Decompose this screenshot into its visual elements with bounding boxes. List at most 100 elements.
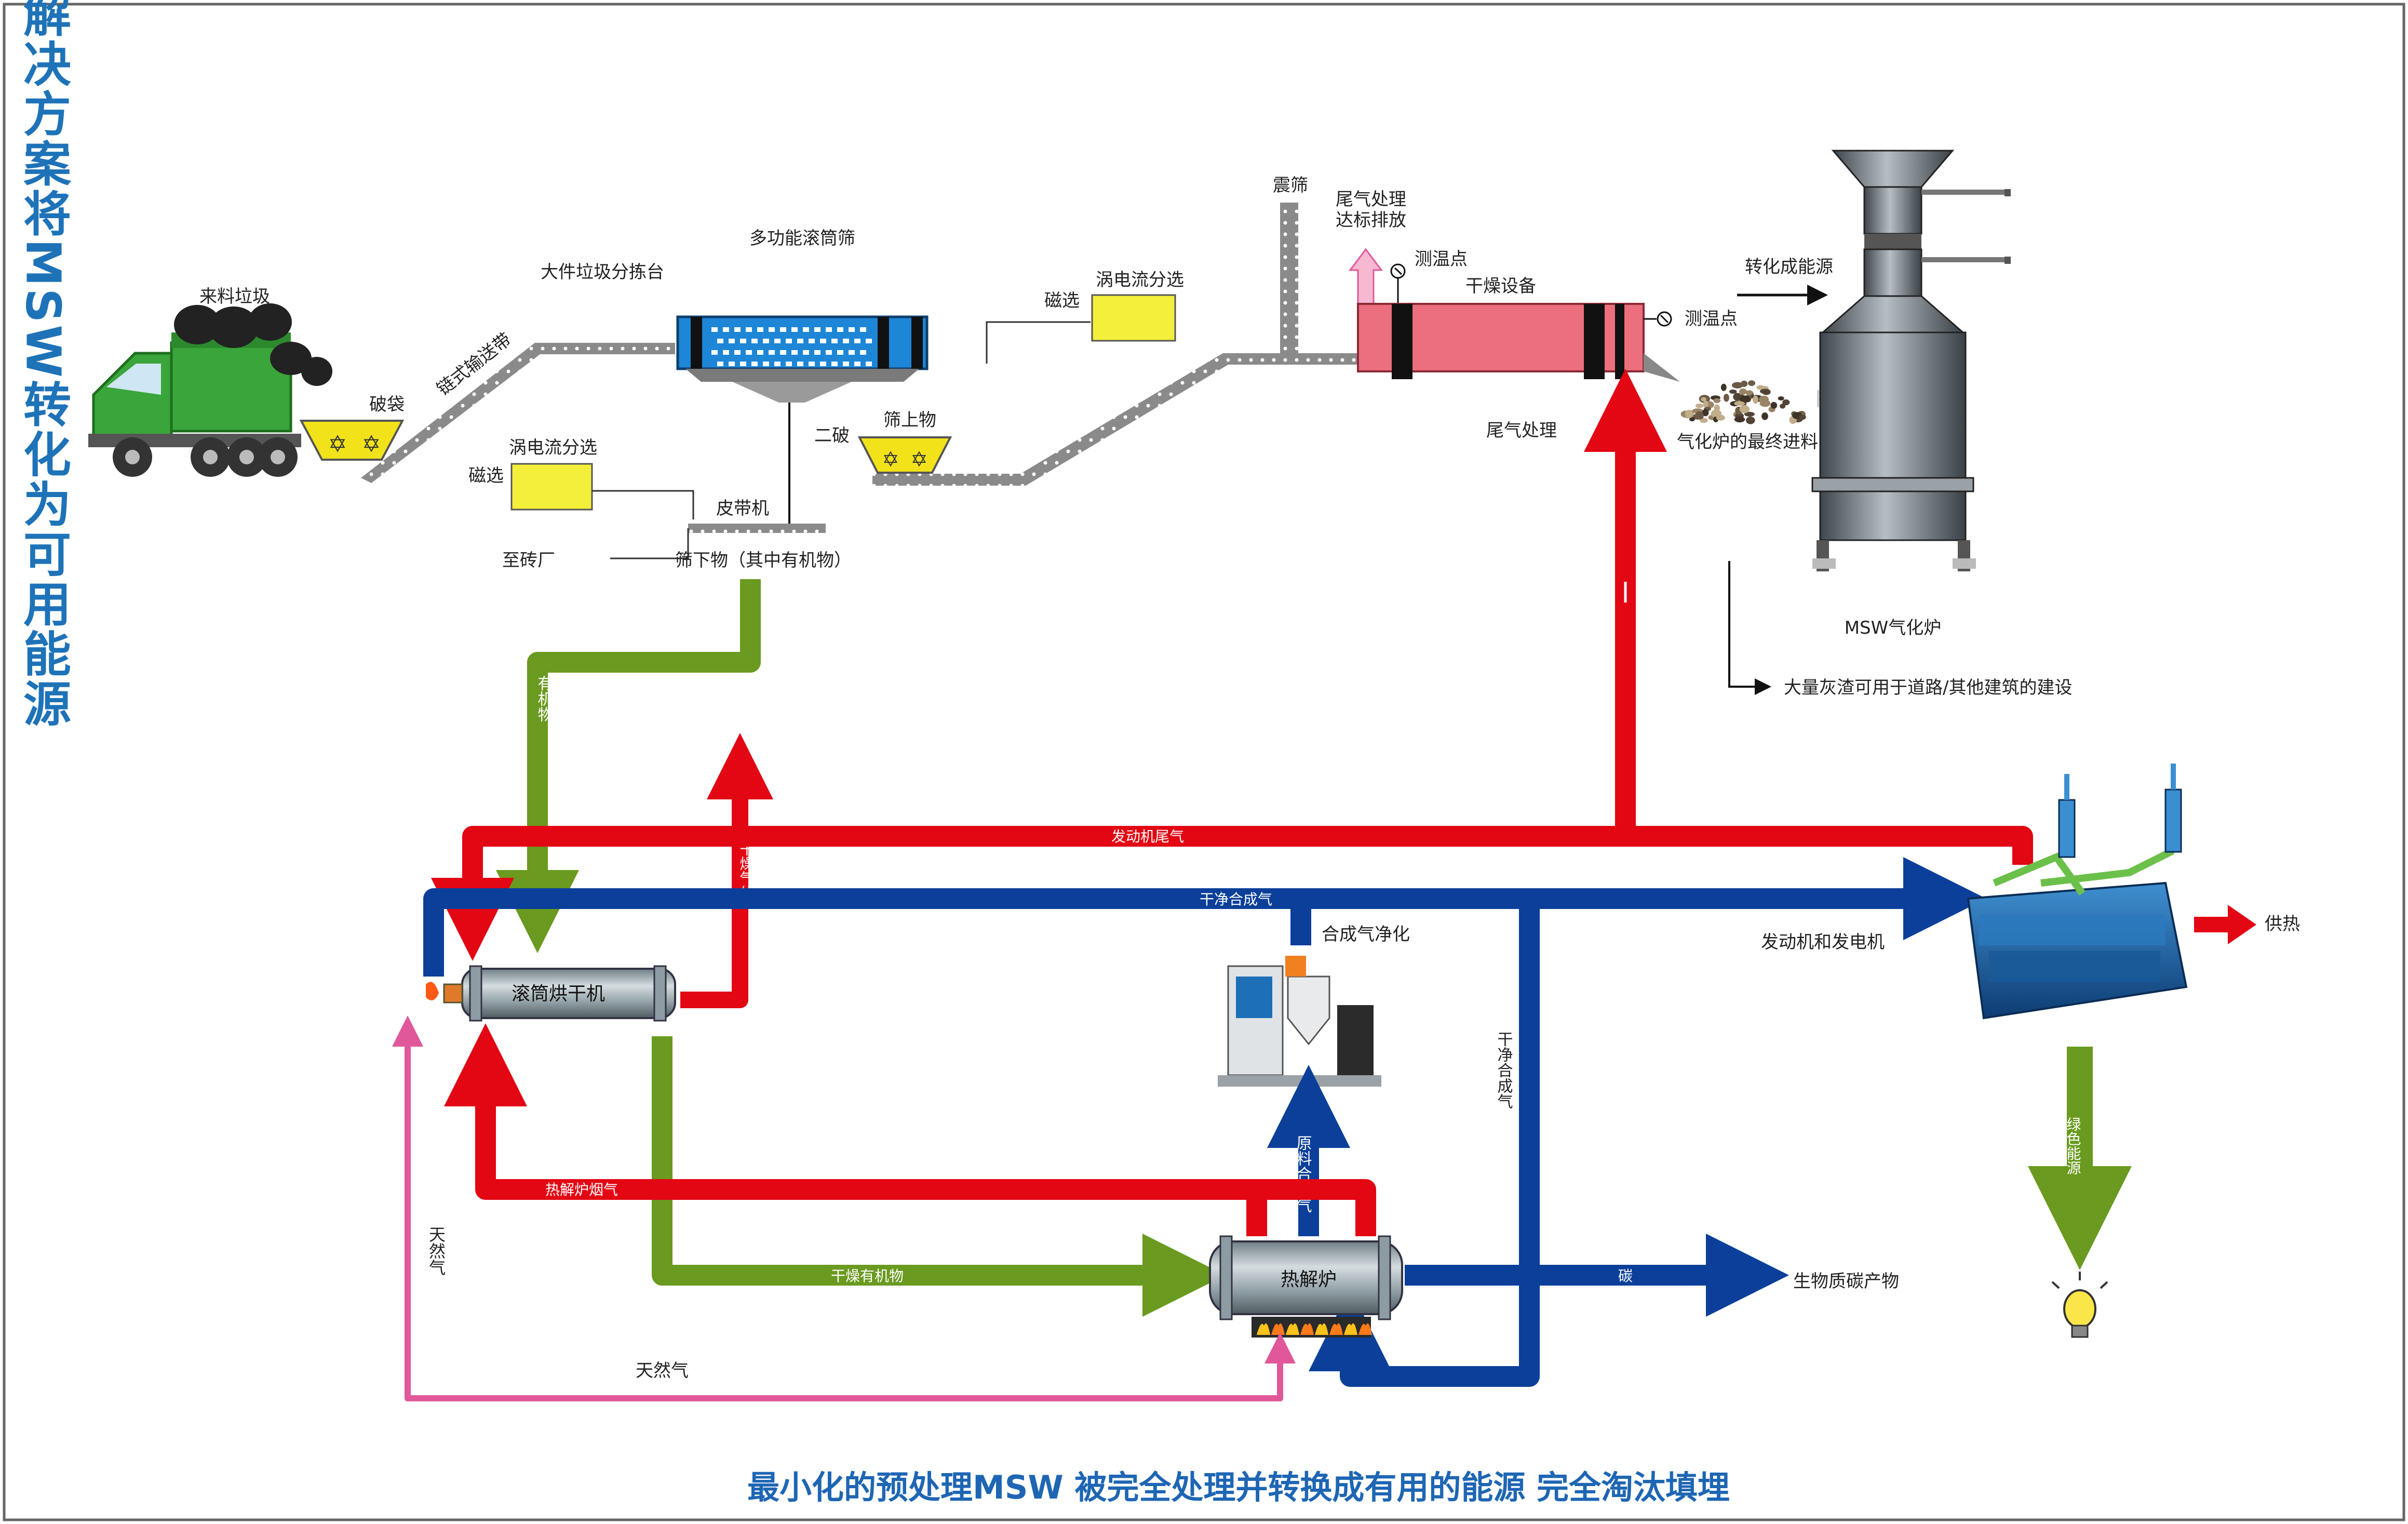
feed-pellet — [1761, 412, 1768, 420]
screen-hole — [786, 339, 792, 343]
screen-hole — [849, 327, 855, 332]
screen-hole — [866, 339, 872, 343]
screen-hole — [831, 339, 838, 343]
label-eddy-2: 涡电流分选 — [1096, 270, 1184, 290]
feed-pellet — [1695, 403, 1704, 408]
label-dryer: 干燥设备 — [1465, 276, 1536, 297]
label-biochar: 生物质碳产物 — [1793, 1271, 1899, 1292]
dry-gas-flow — [680, 733, 773, 1008]
screen-hole — [734, 327, 741, 332]
flame-icon-dryer — [426, 982, 439, 1000]
gasifier-icon — [1811, 150, 2011, 571]
label-to-brick: 至砖厂 — [502, 550, 555, 571]
label-oversize: 筛上物 — [883, 410, 936, 431]
feed-pellet — [1748, 380, 1756, 386]
screen-hole — [757, 327, 763, 332]
label-second-crush: 二破 — [814, 425, 850, 446]
screen-hole — [746, 327, 752, 332]
screen-hole — [717, 339, 723, 343]
vertical-title-text: POWERMAX的解决方案将MSW转化为可用能源 — [16, 0, 71, 729]
feed-pellet — [1723, 394, 1729, 402]
feed-pellet — [1756, 385, 1765, 390]
tagline: 最小化的预处理MSW 被完全处理并转换成有用的能源 完全淘汰填埋 — [747, 1468, 1730, 1506]
label-magnetic-2: 磁选 — [1044, 290, 1080, 311]
engine-exhaust-flow — [431, 826, 2033, 961]
label-syngas-purify: 合成气净化 — [1322, 924, 1410, 945]
feed-pellet — [1701, 397, 1706, 402]
screen-hole — [763, 339, 769, 343]
screen-hole — [854, 362, 860, 366]
screen-hole — [746, 350, 752, 355]
vibrating-screen — [1280, 203, 1298, 356]
screen-hole — [786, 362, 792, 366]
feed-pellet — [1733, 393, 1742, 401]
label-final-feed: 气化炉的最终进料 — [1677, 432, 1818, 452]
screen-hole — [860, 327, 866, 332]
feed-pellet — [1714, 404, 1720, 412]
flame-icon — [1329, 1323, 1343, 1335]
screen-hole — [826, 350, 832, 355]
screen-hole — [826, 327, 832, 332]
screen-hole — [854, 339, 860, 343]
screen-hole — [751, 339, 758, 343]
feed-pellet — [1716, 415, 1725, 421]
feed-pellet — [1700, 418, 1708, 423]
feed-pellet — [1689, 417, 1695, 422]
label-chain-conveyor: 链式输送带 — [433, 329, 516, 399]
natural-gas-flow — [392, 1015, 1283, 1401]
hopper-icon-bag-break: ✡ ✡ — [299, 420, 405, 461]
feed-pellet — [1734, 416, 1745, 423]
label-msw-gasifier: MSW气化炉 — [1845, 618, 1942, 638]
bulb-icon — [2051, 1272, 2108, 1338]
feed-pellet — [1778, 396, 1784, 400]
flame-icon-pyrolysis — [1257, 1323, 1372, 1335]
screen-hole — [740, 362, 746, 366]
feed-pellet — [1759, 395, 1769, 403]
label-carbon: 碳 — [1618, 1267, 1633, 1285]
label-natural-gas-h: 天然气 — [636, 1360, 689, 1381]
screen-hole — [751, 362, 758, 366]
label-exhaust-discharge-1: 尾气处理 — [1336, 189, 1406, 210]
eddy-1-connector — [592, 490, 694, 519]
truck-icon — [88, 303, 332, 477]
screen-hole — [814, 350, 820, 355]
screen-hole — [820, 339, 826, 343]
feed-pellet — [1745, 390, 1753, 396]
engine-icon — [1967, 764, 2188, 1020]
label-pyrolysis: 热解炉 — [1281, 1269, 1337, 1290]
feed-pellet — [1760, 389, 1770, 394]
label-large-sort: 大件垃圾分拣台 — [541, 262, 664, 283]
screen-hole — [769, 327, 775, 332]
screen-hole — [843, 339, 849, 343]
label-exhaust-discharge-2: 达标排放 — [1336, 210, 1406, 231]
label-belt: 皮带机 — [716, 498, 769, 519]
flame-icon — [1358, 1323, 1372, 1335]
screen-hole — [729, 362, 735, 366]
vertical-title: POWERMAX的解决方案将MSW转化为可用能源 — [16, 0, 71, 729]
feed-pellet — [1694, 411, 1704, 420]
hopper-icon-second-crush: ✡ ✡ — [857, 436, 952, 474]
label-magnetic-1: 磁选 — [468, 465, 504, 486]
eddy-2-connector — [986, 321, 1091, 364]
svg-text:✡: ✡ — [910, 448, 928, 472]
screen-hole — [809, 339, 815, 343]
dryer-unit — [1357, 303, 1680, 382]
feed-pellet — [1744, 411, 1755, 417]
label-engine-generator: 发动机和发电机 — [1761, 932, 1885, 953]
feed-pellet — [1753, 395, 1759, 404]
screen-hole — [774, 362, 781, 366]
feed-pellet — [1731, 382, 1743, 389]
label-green-energy: 绿色能源 — [2065, 1117, 2082, 1175]
label-undersize: 筛下物（其中有机物） — [675, 550, 852, 571]
flame-icon — [1344, 1323, 1357, 1335]
heat-supply-arrow — [2194, 905, 2256, 944]
clean-syngas-flow — [423, 857, 1986, 977]
feed-pellet — [1703, 400, 1709, 408]
svg-text:✡: ✡ — [882, 448, 899, 472]
organics-flow — [496, 579, 761, 953]
screen-hole — [820, 362, 826, 366]
conveyor-2 — [872, 353, 1363, 486]
label-slag: 大量灰渣可用于道路/其他建筑的建设 — [1784, 677, 2072, 698]
dried-organics-flow — [652, 1036, 1226, 1317]
